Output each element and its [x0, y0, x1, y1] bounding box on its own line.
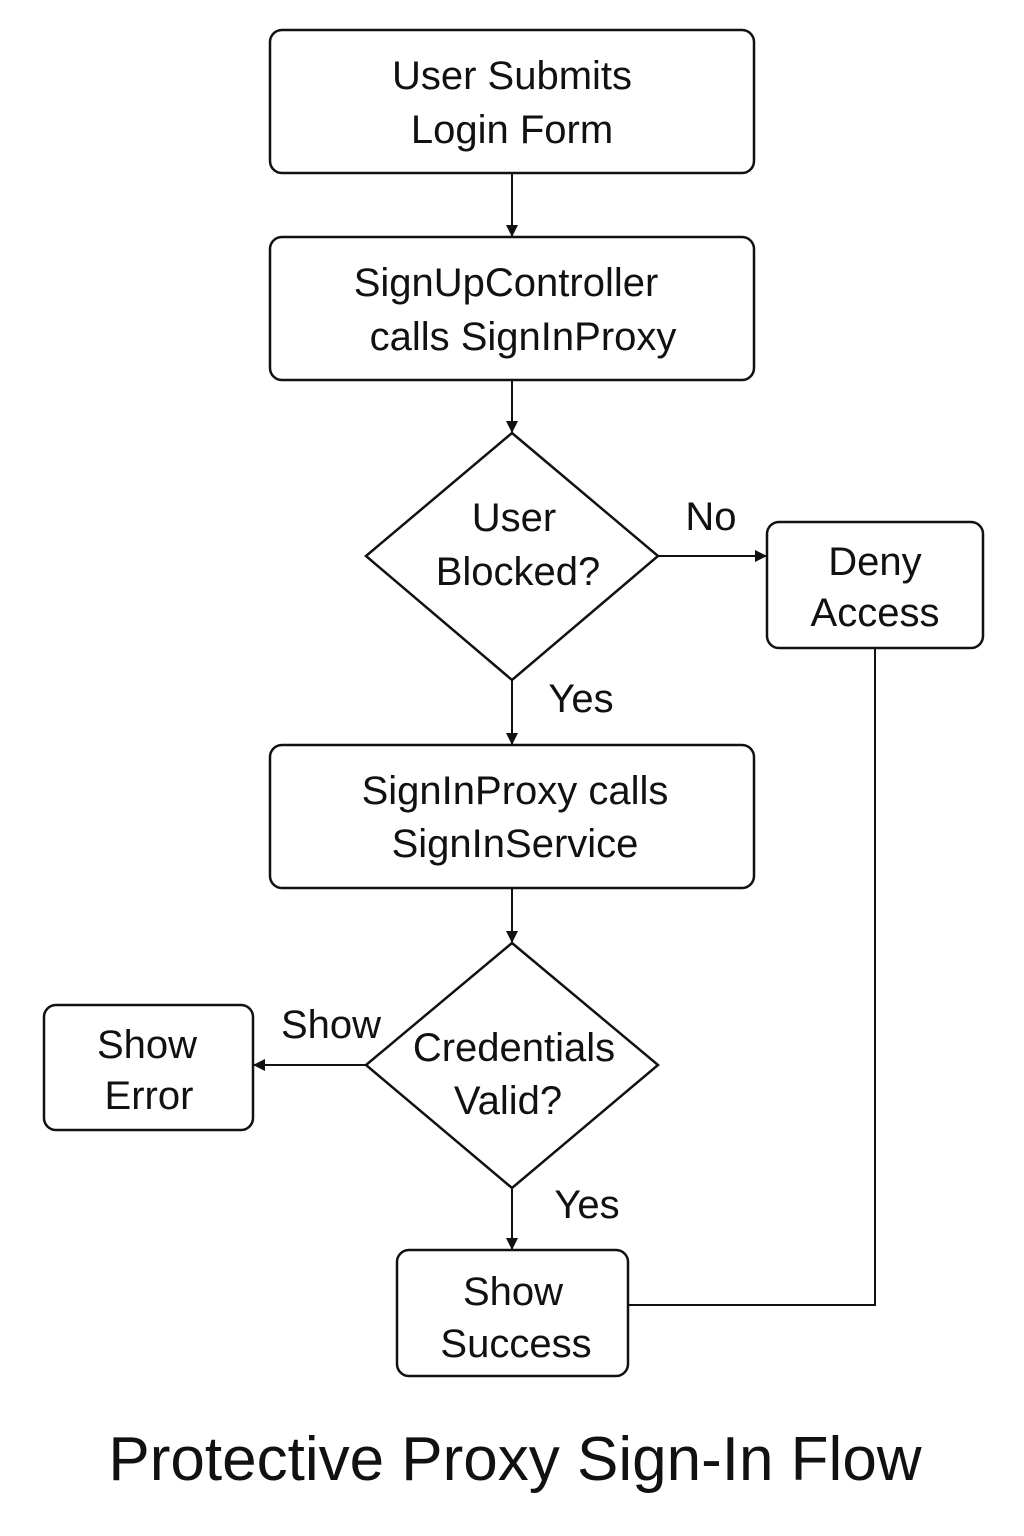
node-controller-line2: calls SignInProxy: [370, 315, 677, 359]
edge-label-valid-yes: Yes: [554, 1183, 619, 1227]
node-show-success: Show Success: [395, 1248, 630, 1378]
node-controller-line1: SignUpController: [354, 261, 659, 305]
node-deny-line1: Deny: [828, 540, 921, 584]
decision-blocked-line2: Blocked?: [436, 550, 601, 594]
node-success-line1: Show: [463, 1270, 563, 1314]
node-show-error: Show Error: [42, 1003, 255, 1132]
node-proxy-service-line2: SignInService: [392, 822, 639, 866]
node-deny-line2: Access: [811, 591, 940, 635]
decision-valid-line2: Valid?: [454, 1079, 562, 1123]
edge-label-blocked-no: No: [685, 495, 736, 539]
decision-credentials-valid: Credentials Valid?: [364, 941, 660, 1190]
decision-valid-line1: Credentials: [413, 1026, 615, 1070]
node-submit-line2: Login Form: [411, 108, 613, 152]
node-success-line2: Success: [440, 1322, 591, 1366]
node-proxy-service-line1: SignInProxy calls: [362, 769, 669, 813]
decision-blocked-line1: User: [472, 496, 556, 540]
connector-deny-to-success: [628, 648, 876, 1306]
node-proxy-calls-service: SignInProxy calls SignInService: [268, 743, 756, 890]
node-submit-line1: User Submits: [392, 54, 632, 98]
edge-label-blocked-yes: Yes: [548, 677, 613, 721]
edge-label-valid-show: Show: [281, 1003, 381, 1047]
diagram-title: Protective Proxy Sign-In Flow: [108, 1425, 921, 1494]
node-error-line2: Error: [105, 1074, 194, 1118]
node-submit-login: User Submits Login Form: [268, 28, 756, 175]
node-deny-access: Deny Access: [765, 520, 985, 650]
node-error-line1: Show: [97, 1023, 197, 1067]
node-controller-calls-proxy: SignUpController calls SignInProxy: [268, 235, 756, 382]
decision-user-blocked: User Blocked?: [364, 431, 660, 682]
